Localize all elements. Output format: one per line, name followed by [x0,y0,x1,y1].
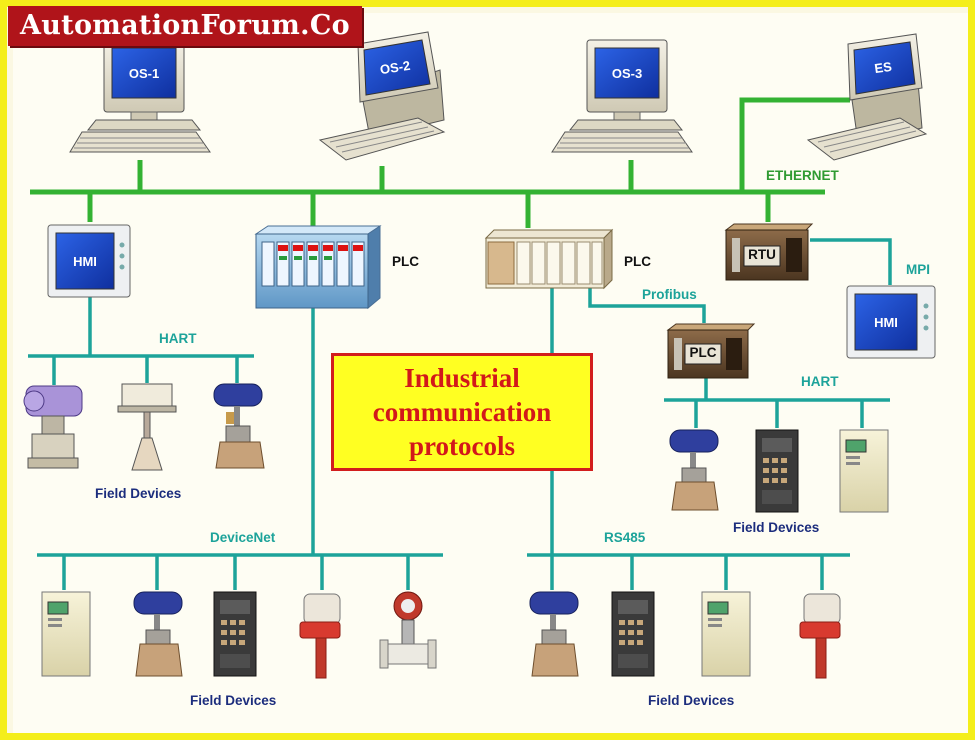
rtu-label: RTU [748,247,776,262]
os1-label: OS-1 [128,65,160,81]
hmi-right [846,285,936,359]
variable-frequency-drive-icon [839,429,889,513]
os2-label: OS-2 [378,57,412,77]
engineering-station-es [806,33,928,161]
variable-frequency-drive-icon [701,591,751,677]
controller-panel-icon [611,591,655,677]
hart-right-label: HART [801,374,839,389]
rs485-label: RS485 [604,530,646,545]
title-line-1: Industrial [404,363,520,393]
hmi-right-label: HMI [874,314,898,330]
plc-small-label: PLC [689,345,717,360]
hart-left-label: HART [159,331,197,346]
hmi-left [47,224,131,298]
field-devices-hart-right-label: Field Devices [733,520,820,535]
field-devices-hart-left-label: Field Devices [95,486,182,501]
field-devices-rs485-label: Field Devices [648,693,735,708]
rtu [724,223,814,281]
plc-left-label: PLC [392,254,419,269]
thermocouple-sensor-icon [799,593,841,679]
plc-small [666,323,756,379]
mpi-label: MPI [906,262,931,277]
plc-left-rack [254,225,382,310]
control-valve-icon [213,383,265,469]
controller-panel-icon [755,429,799,513]
control-valve-icon [669,429,719,511]
operator-station-os2 [318,31,446,161]
es-label: ES [873,58,893,76]
plc-right-rack [484,228,614,290]
thermocouple-sensor-icon [299,593,341,679]
field-devices-devicenet-label: Field Devices [190,693,277,708]
operator-station-os1 [69,39,211,153]
operator-station-os3 [551,39,693,153]
variable-frequency-drive-icon [41,591,91,677]
flow-meter-icon [379,591,437,669]
devicenet-label: DeviceNet [210,530,276,545]
ethernet-label: ETHERNET [766,168,839,183]
control-valve-icon [133,591,183,677]
diagram-title-box: Industrial communication protocols [331,353,593,471]
radar-level-transmitter-icon [117,383,177,471]
plc-right-label: PLC [624,254,651,269]
pressure-transmitter-icon [23,385,83,469]
controller-panel-icon [213,591,257,677]
ethernet-network [30,97,850,228]
title-line-2: communication [372,397,552,427]
control-valve-icon [529,591,579,677]
os3-label: OS-3 [611,65,643,81]
brand-logo[interactable]: AutomationForum.Co [8,6,362,46]
hmi-left-label: HMI [73,253,97,269]
title-line-3: protocols [409,431,515,461]
fieldbus-networks [28,238,892,590]
profibus-label: Profibus [642,287,697,302]
